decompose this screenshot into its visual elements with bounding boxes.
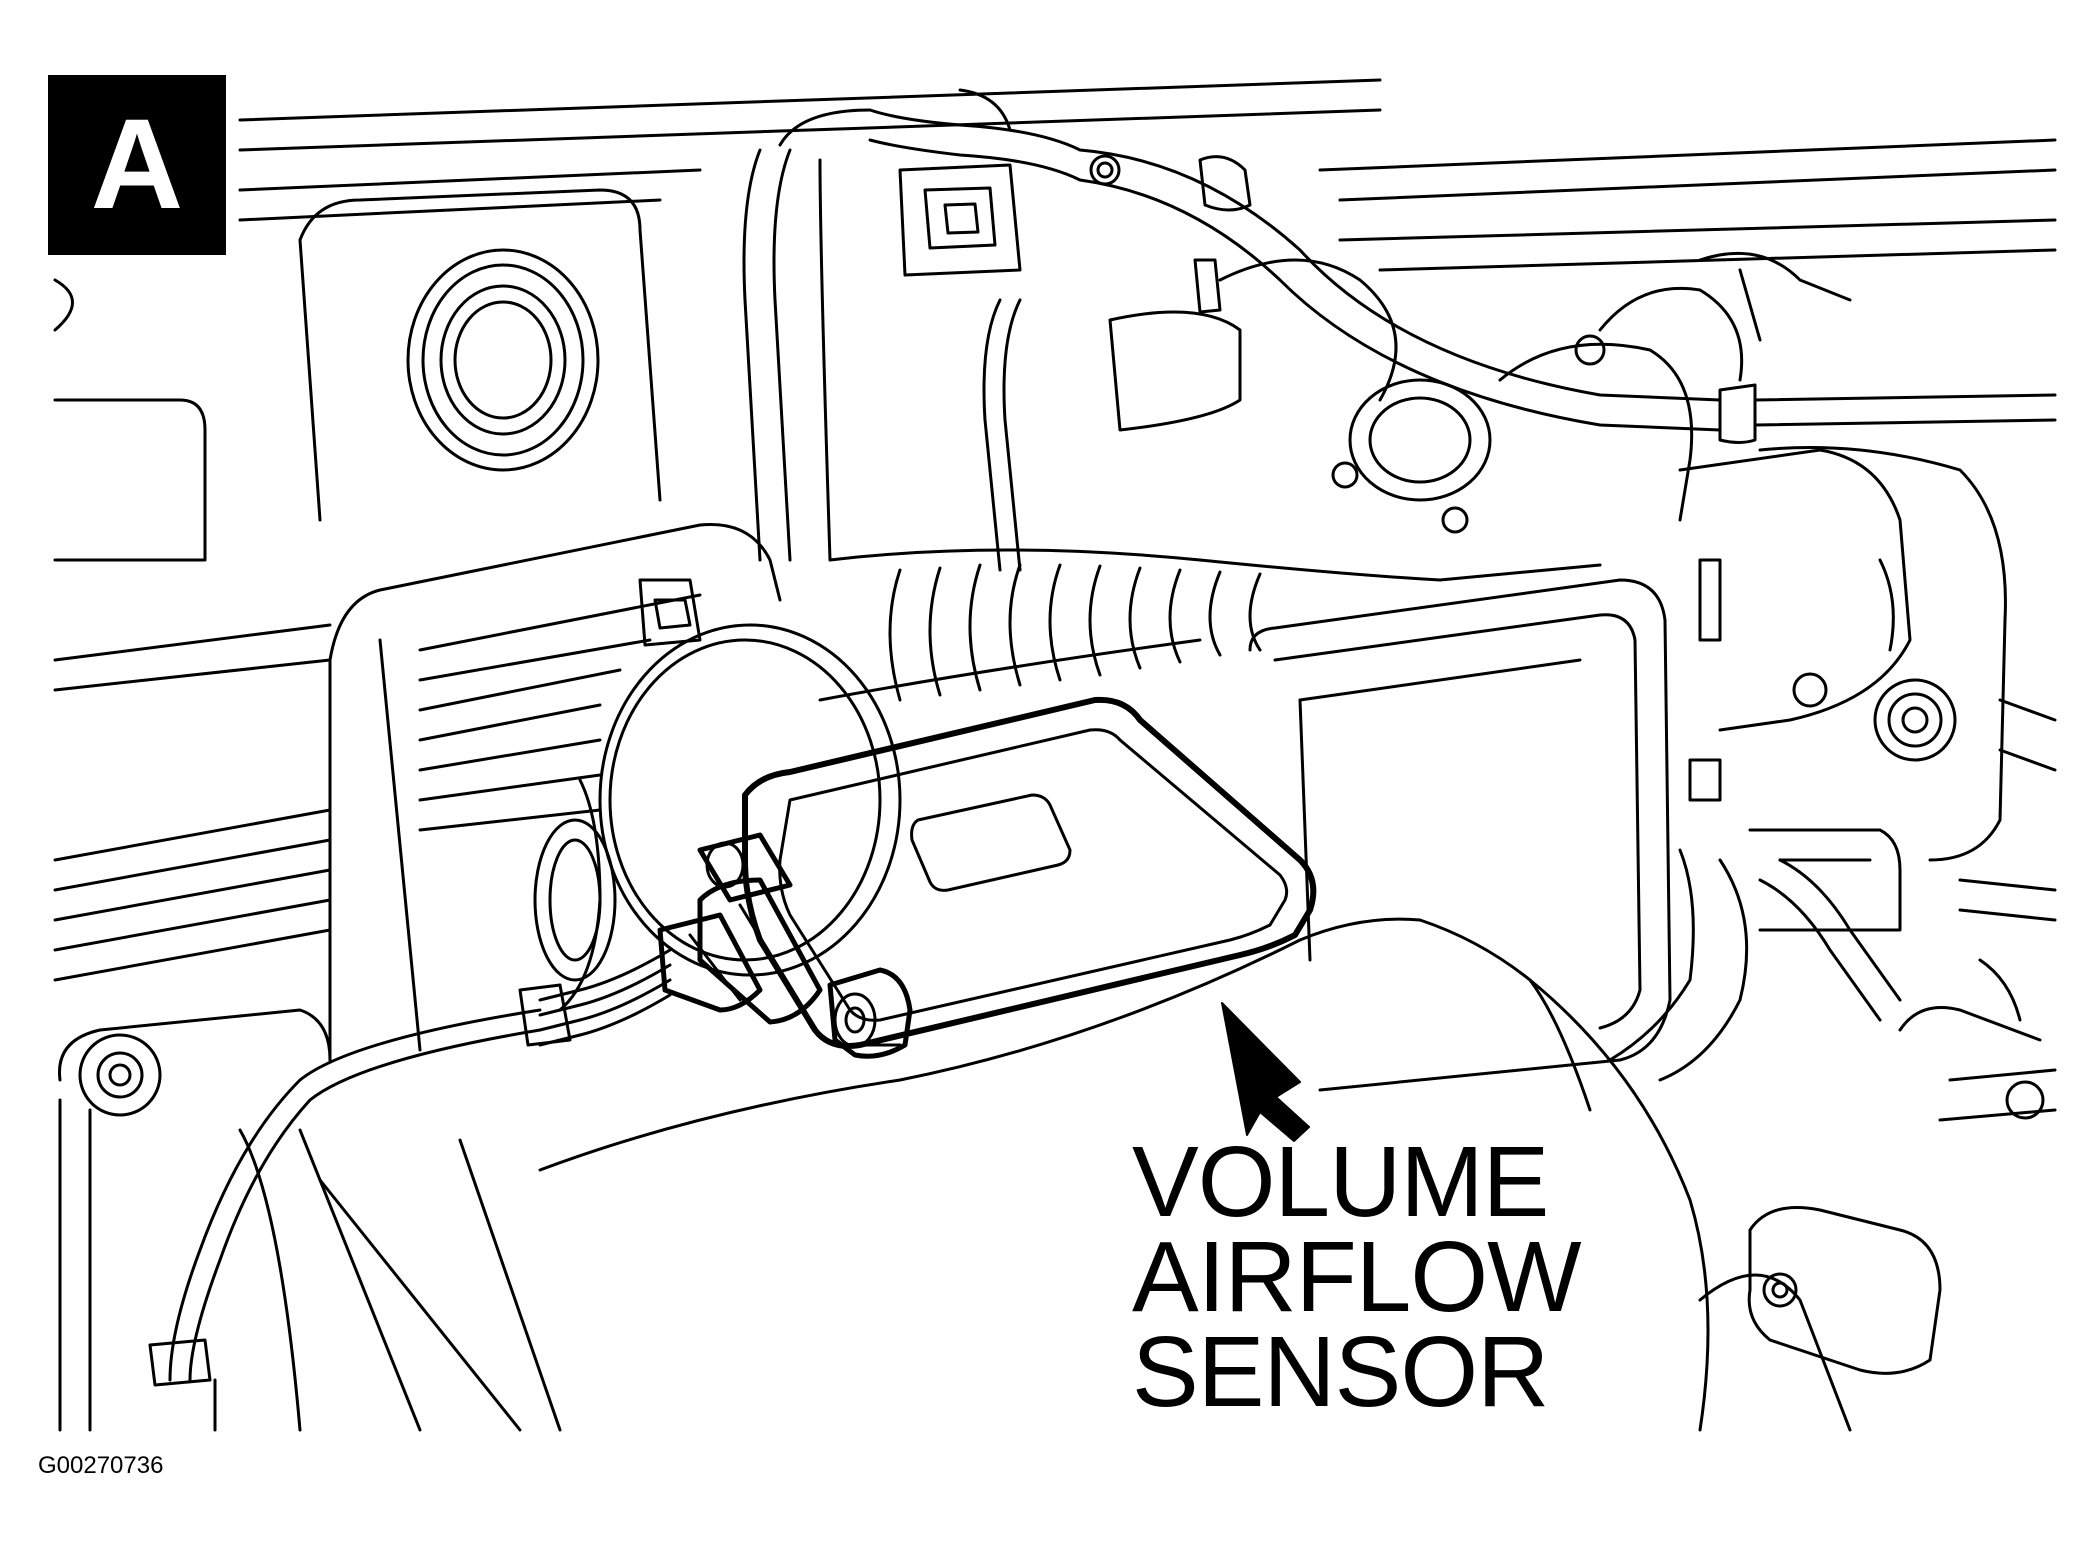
callout-line-1: VOLUME (1132, 1126, 1549, 1238)
firewall-panel (53, 78, 1382, 692)
intake-duct (818, 548, 1602, 702)
right-side-hoses (1758, 858, 2057, 1022)
sensor-flange (533, 578, 902, 1012)
sensor-connectors (657, 832, 913, 1059)
lower-right-bracket (1747, 1006, 2057, 1375)
panel-letter-badge: A (48, 75, 226, 255)
throttle-body (1331, 251, 1852, 534)
wiring-harness (148, 948, 672, 1387)
figure-id: G00270736 (38, 1452, 164, 1479)
left-intake-tube (53, 522, 782, 1062)
firewall-grommet (406, 248, 600, 472)
upper-hoses (778, 88, 2057, 444)
callout-arrow (1221, 1002, 1310, 1142)
callout-line-3: SENSOR (1132, 1316, 1549, 1428)
component-callout-label: VOLUME AIRFLOW SENSOR (1132, 1126, 1692, 1428)
lower-left-assembly (58, 1008, 522, 1432)
foreground-air-hose (458, 917, 1852, 1432)
vertical-cables (742, 148, 1398, 572)
callout-line-2: AIRFLOW (1132, 1221, 1582, 1333)
throttle-actuator (1678, 446, 2057, 862)
air-cleaner-housing (1248, 578, 1902, 1092)
relay-connector (898, 154, 1121, 277)
